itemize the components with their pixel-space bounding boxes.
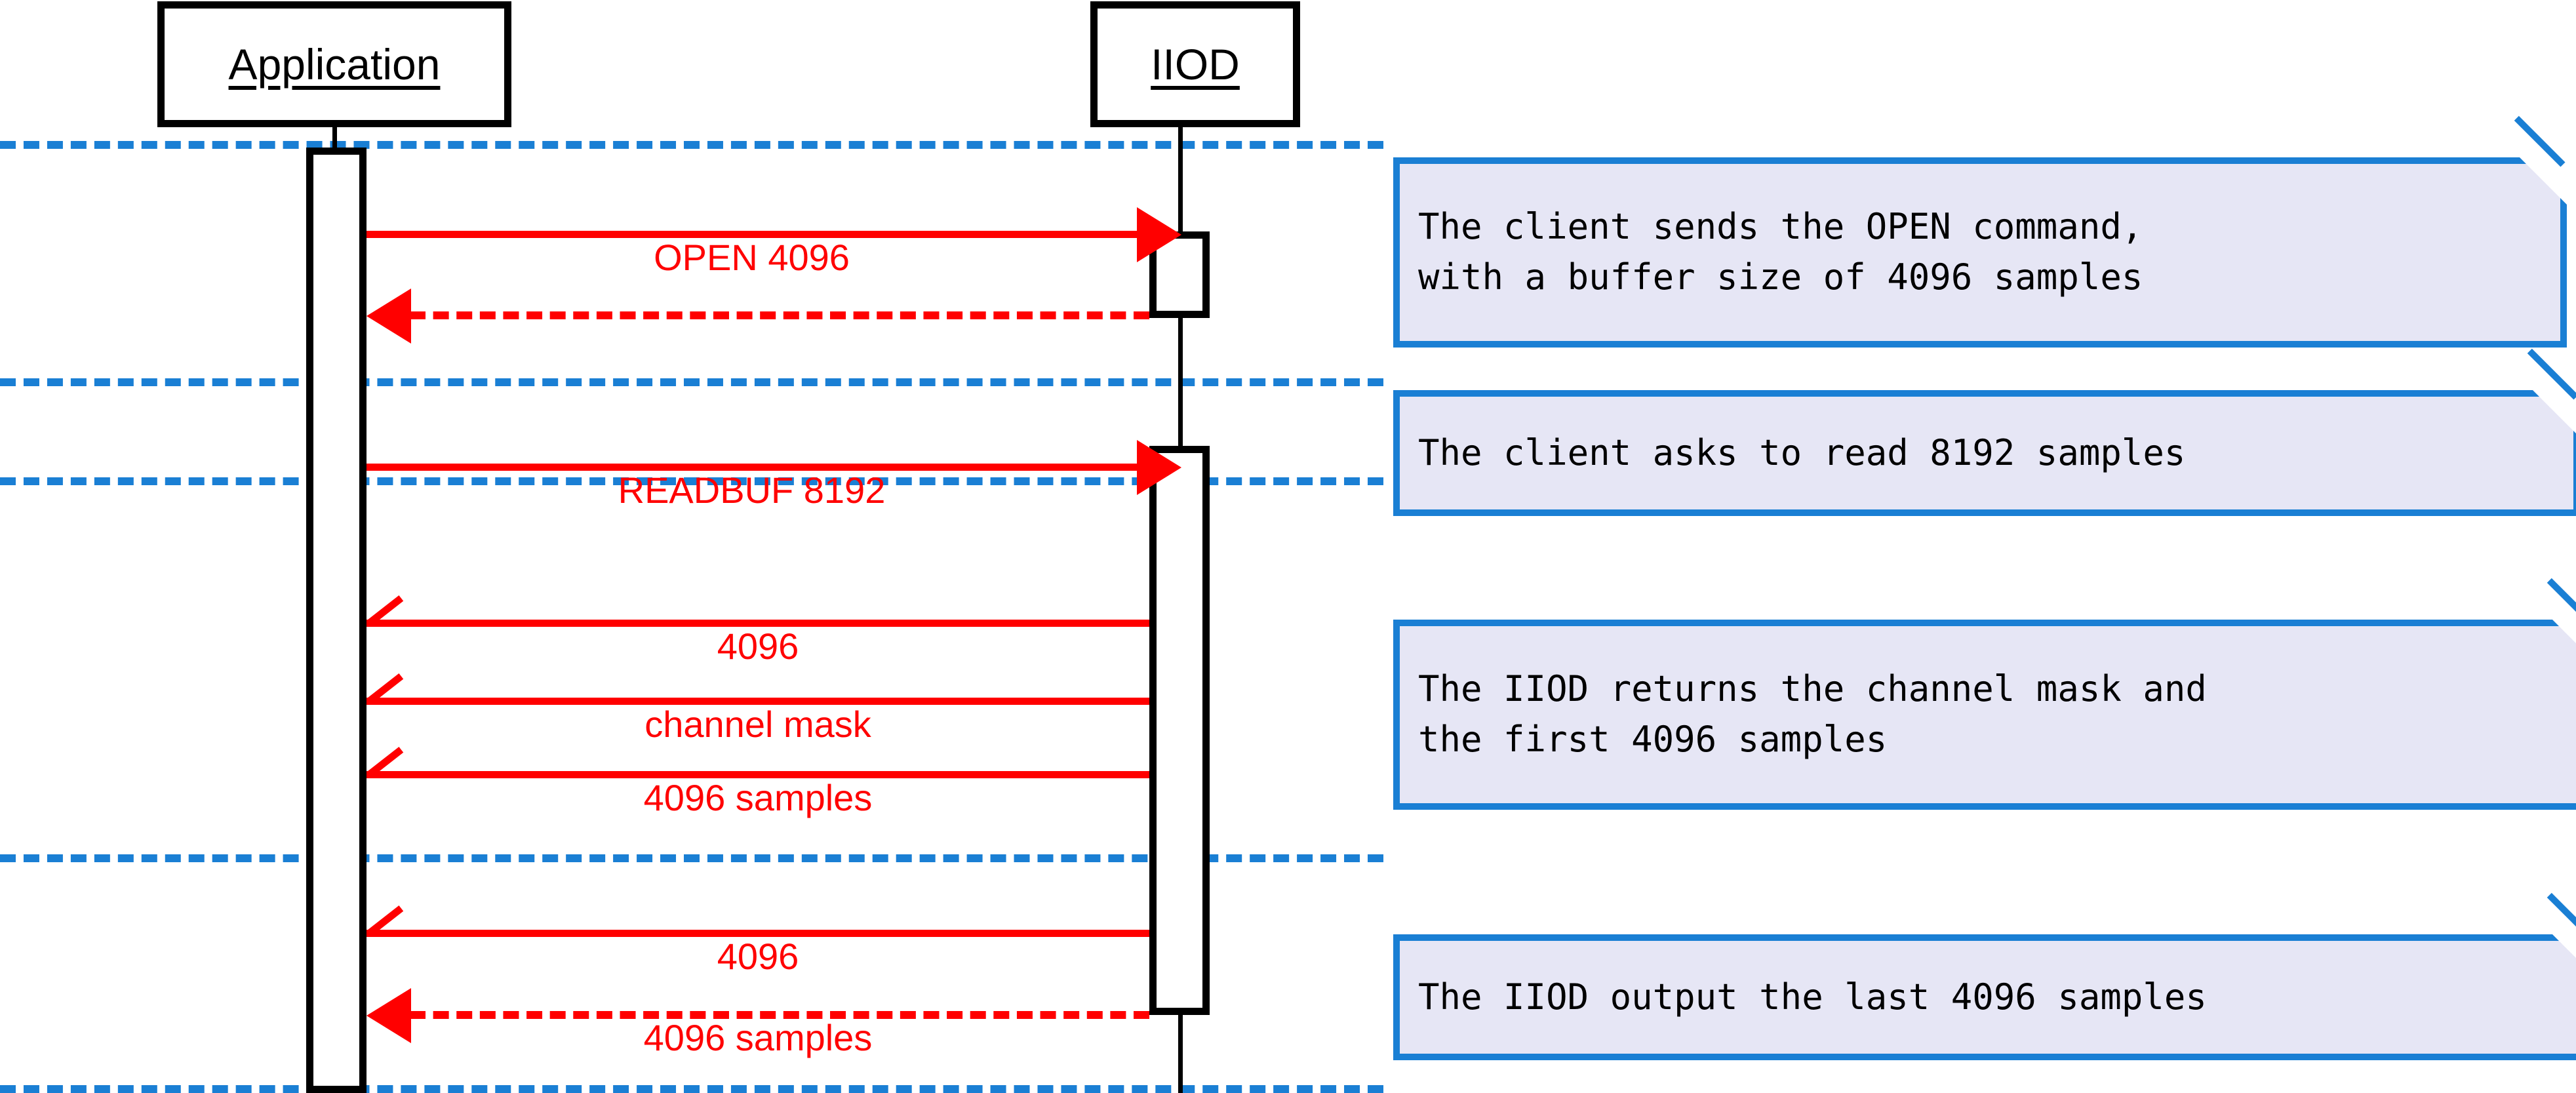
message-count-last-line — [367, 930, 1149, 937]
message-open-line — [367, 231, 1137, 238]
note-first-block-text: The IIOD returns the channel mask and th… — [1418, 668, 2207, 760]
note-readbuf-text: The client asks to read 8192 samples — [1418, 431, 2186, 473]
message-samples-first-label: 4096 samples — [643, 777, 873, 818]
message-open-return-arrowhead — [367, 288, 411, 344]
message-readbuf-arrowhead — [1137, 440, 1181, 495]
participant-iiod-label: IIOD — [1151, 40, 1240, 89]
message-samples-last-arrowhead — [367, 988, 411, 1043]
note-last-block: The IIOD output the last 4096 samples — [1393, 892, 2576, 1060]
message-channel-mask-label: channel mask — [644, 704, 871, 745]
message-count-first-line — [367, 620, 1149, 627]
activation-application — [306, 148, 367, 1093]
note-last-block-text: The IIOD output the last 4096 samples — [1418, 976, 2207, 1018]
message-open-return-line — [410, 311, 1149, 319]
message-count-first-label: 4096 — [717, 626, 799, 667]
note-open: The client sends the OPEN command, with … — [1393, 115, 2567, 348]
message-open-arrowhead — [1137, 207, 1181, 262]
note-first-block: The IIOD returns the channel mask and th… — [1393, 578, 2576, 810]
note-first-block-fold-icon — [2552, 620, 2576, 667]
note-readbuf: The client asks to read 8192 samples — [1393, 348, 2576, 516]
message-count-last-label: 4096 — [717, 936, 799, 977]
message-readbuf-label: READBUF 8192 — [618, 469, 886, 511]
activation-iiod-readbuf — [1149, 446, 1210, 1015]
participant-iiod-box[interactable]: IIOD — [1090, 1, 1300, 127]
message-open-label: OPEN 4096 — [654, 237, 850, 278]
note-last-block-fold-icon — [2552, 934, 2576, 982]
message-readbuf-line — [367, 464, 1137, 471]
separator-line-5 — [0, 1085, 1383, 1093]
message-channel-mask-line — [367, 698, 1149, 705]
note-readbuf-fold-icon — [2533, 390, 2576, 437]
message-samples-first-line — [367, 771, 1149, 778]
note-open-text: The client sends the OPEN command, with … — [1418, 206, 2143, 298]
participant-application-box[interactable]: Application — [157, 1, 511, 127]
message-samples-last-label: 4096 samples — [643, 1017, 873, 1058]
lifeline-application — [332, 126, 337, 152]
separator-line-1 — [0, 141, 1383, 149]
message-samples-last-line — [410, 1011, 1149, 1019]
participant-application-label: Application — [228, 40, 441, 89]
separator-line-2 — [0, 378, 1383, 386]
